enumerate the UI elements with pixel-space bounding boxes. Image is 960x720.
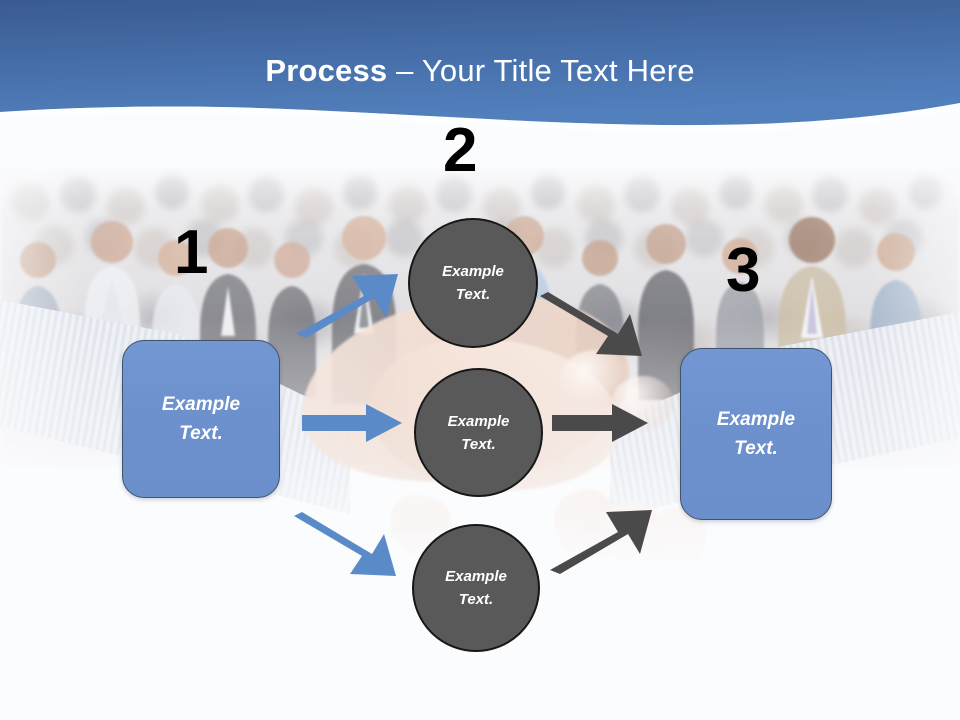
process-box-left[interactable]: Example Text.: [122, 340, 280, 498]
process-circle-top[interactable]: Example Text.: [408, 218, 538, 348]
process-circle-middle-line1: Example: [447, 412, 510, 430]
process-circle-bottom-line1: Example: [445, 568, 507, 585]
gray-arrow-right-icon[interactable]: [552, 404, 650, 442]
step-number-2: 2: [443, 116, 478, 185]
page-title-strong: Process: [265, 53, 388, 88]
process-box-right[interactable]: Example Text.: [680, 348, 832, 520]
blue-arrow-up-right-icon[interactable]: [294, 272, 402, 342]
blue-arrow-down-right-icon[interactable]: [294, 508, 404, 578]
page-title: Process – Your Title Text Here: [0, 52, 960, 90]
process-circle-middle[interactable]: Example Text.: [414, 368, 543, 497]
process-circle-top-line1: Example: [442, 263, 504, 280]
process-box-left-line1: Example: [161, 394, 241, 415]
step-number-1: 1: [174, 218, 209, 287]
step-number-3: 3: [726, 236, 761, 305]
process-circle-bottom-label: Example Text.: [445, 565, 507, 611]
process-box-right-label: Example Text.: [717, 405, 795, 463]
process-circle-top-label: Example Text.: [442, 260, 504, 306]
slide-header-banner: Process – Your Title Text Here: [0, 0, 960, 160]
page-title-rest: – Your Title Text Here: [387, 53, 695, 88]
gray-arrow-up-right-icon[interactable]: [548, 508, 654, 578]
process-box-right-line2: Text.: [734, 438, 778, 459]
process-box-left-label: Example Text.: [162, 390, 240, 448]
header-wave-shape: [0, 0, 960, 126]
process-circle-bottom-line2: Text.: [458, 591, 494, 608]
header-wave-highlight: [0, 103, 960, 133]
process-circle-top-line2: Text.: [455, 286, 491, 303]
process-circle-middle-line2: Text.: [461, 435, 496, 453]
process-circle-middle-label: Example Text.: [448, 410, 510, 456]
process-box-right-line1: Example: [716, 409, 796, 430]
gray-arrow-down-right-icon[interactable]: [540, 288, 650, 358]
process-circle-bottom[interactable]: Example Text.: [412, 524, 540, 652]
process-box-left-line2: Text.: [179, 423, 223, 444]
blue-arrow-right-icon[interactable]: [302, 404, 404, 442]
